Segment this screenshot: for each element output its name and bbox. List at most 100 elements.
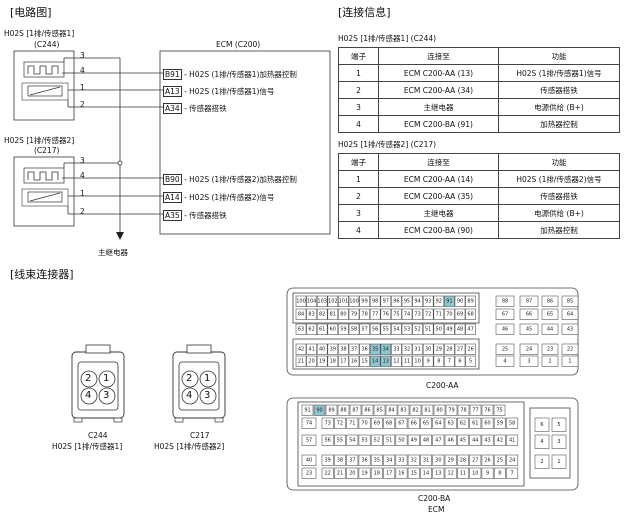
cavity-number: 80 bbox=[340, 311, 346, 317]
c244-pin: 4 bbox=[85, 390, 92, 401]
cavity-number: 87 bbox=[526, 298, 532, 304]
connector-cavity bbox=[444, 467, 457, 479]
connector-cavity bbox=[358, 454, 371, 466]
cavity-number: 78 bbox=[460, 407, 466, 413]
connector-cavity bbox=[348, 343, 360, 355]
cavity-number: 87 bbox=[352, 407, 358, 413]
connector-cavity bbox=[481, 434, 494, 446]
connector-cavity bbox=[465, 295, 476, 307]
cavity-number: 18 bbox=[374, 470, 380, 476]
connector-cavity bbox=[306, 308, 317, 320]
cavity-number: 82 bbox=[412, 407, 418, 413]
cavity-number: 66 bbox=[526, 311, 532, 317]
connector-cavity bbox=[541, 343, 559, 355]
cavity-number: 46 bbox=[502, 326, 508, 332]
cavity-number: 61 bbox=[319, 326, 325, 332]
connector-cavity bbox=[321, 417, 334, 429]
cavity-number: 29 bbox=[436, 346, 442, 352]
cavity-number: 24 bbox=[509, 457, 515, 463]
cavity-number: 64 bbox=[567, 311, 573, 317]
connector-cavity bbox=[422, 343, 434, 355]
cavity-number: 84 bbox=[388, 407, 394, 413]
cavity-number: 10 bbox=[472, 470, 478, 476]
cavity-number: 74 bbox=[306, 420, 312, 426]
connector-cavity bbox=[493, 467, 506, 479]
connector-cavity bbox=[395, 417, 408, 429]
cavity-number: 93 bbox=[425, 298, 431, 304]
connector-cavity bbox=[541, 355, 559, 367]
cavity-number: 71 bbox=[436, 311, 442, 317]
s2-pin: 1 bbox=[80, 189, 85, 198]
connector-cavity bbox=[551, 454, 567, 469]
cavity-number: 9 bbox=[486, 470, 489, 476]
circuit-section-title: [电路图] bbox=[10, 6, 52, 19]
cavity-number: 27 bbox=[457, 346, 463, 352]
cavity-number: 78 bbox=[361, 311, 367, 317]
connector-cavity bbox=[456, 417, 469, 429]
connector-cavity bbox=[346, 454, 359, 466]
connector-cavity bbox=[306, 343, 317, 355]
connector-cavity bbox=[456, 434, 469, 446]
cavity-number: 6 bbox=[458, 358, 461, 364]
cavity-number: 8 bbox=[498, 470, 501, 476]
connector-cavity bbox=[383, 467, 396, 479]
connector-cavity bbox=[469, 467, 482, 479]
cavity-number: 22 bbox=[567, 346, 573, 352]
cavity-number: 32 bbox=[404, 346, 410, 352]
cavity-number: 48 bbox=[423, 437, 429, 443]
cavity-number: 9 bbox=[427, 358, 430, 364]
connector-cavity bbox=[407, 417, 420, 429]
cavity-number: 17 bbox=[386, 470, 392, 476]
connector-cavity bbox=[295, 323, 307, 335]
cavity-number: 28 bbox=[460, 457, 466, 463]
cavity-number: 3 bbox=[557, 439, 560, 445]
cavity-number: 2 bbox=[548, 358, 551, 364]
cavity-number: 23 bbox=[306, 470, 312, 476]
connector-cavity bbox=[370, 434, 383, 446]
cavity-number: 22 bbox=[324, 470, 330, 476]
connector-cavity bbox=[561, 355, 579, 367]
cavity-number: 95 bbox=[404, 298, 410, 304]
cavity-number: 44 bbox=[547, 326, 553, 332]
cavity-number: 67 bbox=[398, 420, 404, 426]
cavity-number: 37 bbox=[351, 346, 357, 352]
connector-cavity bbox=[301, 417, 317, 429]
cavity-number: 76 bbox=[383, 311, 389, 317]
sensor1-connector: (C244) bbox=[34, 40, 60, 49]
connector-cavity bbox=[541, 323, 559, 335]
cavity-number: 60 bbox=[484, 420, 490, 426]
connector-cavity bbox=[391, 295, 402, 307]
connector-cavity bbox=[421, 404, 434, 416]
cavity-number: 32 bbox=[411, 457, 417, 463]
cavity-number: 62 bbox=[460, 420, 466, 426]
connector-cavity bbox=[395, 434, 408, 446]
cavity-number: 50 bbox=[436, 326, 442, 332]
cavity-number: 66 bbox=[411, 420, 417, 426]
connector-cavity bbox=[407, 434, 420, 446]
s1-pin: 2 bbox=[80, 100, 85, 109]
cavity-number: 80 bbox=[436, 407, 442, 413]
connector-cavity bbox=[359, 295, 370, 307]
connector-cavity bbox=[444, 308, 455, 320]
arrow-down-icon bbox=[116, 232, 124, 240]
connector-cavity bbox=[433, 343, 445, 355]
connector-cavity bbox=[465, 308, 476, 320]
connector-cavity bbox=[432, 454, 445, 466]
connector-cavity bbox=[369, 323, 381, 335]
connector-cavity bbox=[316, 308, 328, 320]
connector-cavity bbox=[327, 355, 339, 367]
connector-cavity bbox=[301, 454, 317, 466]
connector-cavity bbox=[338, 343, 349, 355]
connector-cavity bbox=[481, 417, 494, 429]
connector-cavity bbox=[551, 434, 567, 449]
cavity-number: 34 bbox=[383, 346, 389, 352]
connector-cavity bbox=[313, 404, 326, 416]
cavity-number: 100 bbox=[296, 298, 306, 304]
s2-pin: 3 bbox=[80, 156, 85, 165]
